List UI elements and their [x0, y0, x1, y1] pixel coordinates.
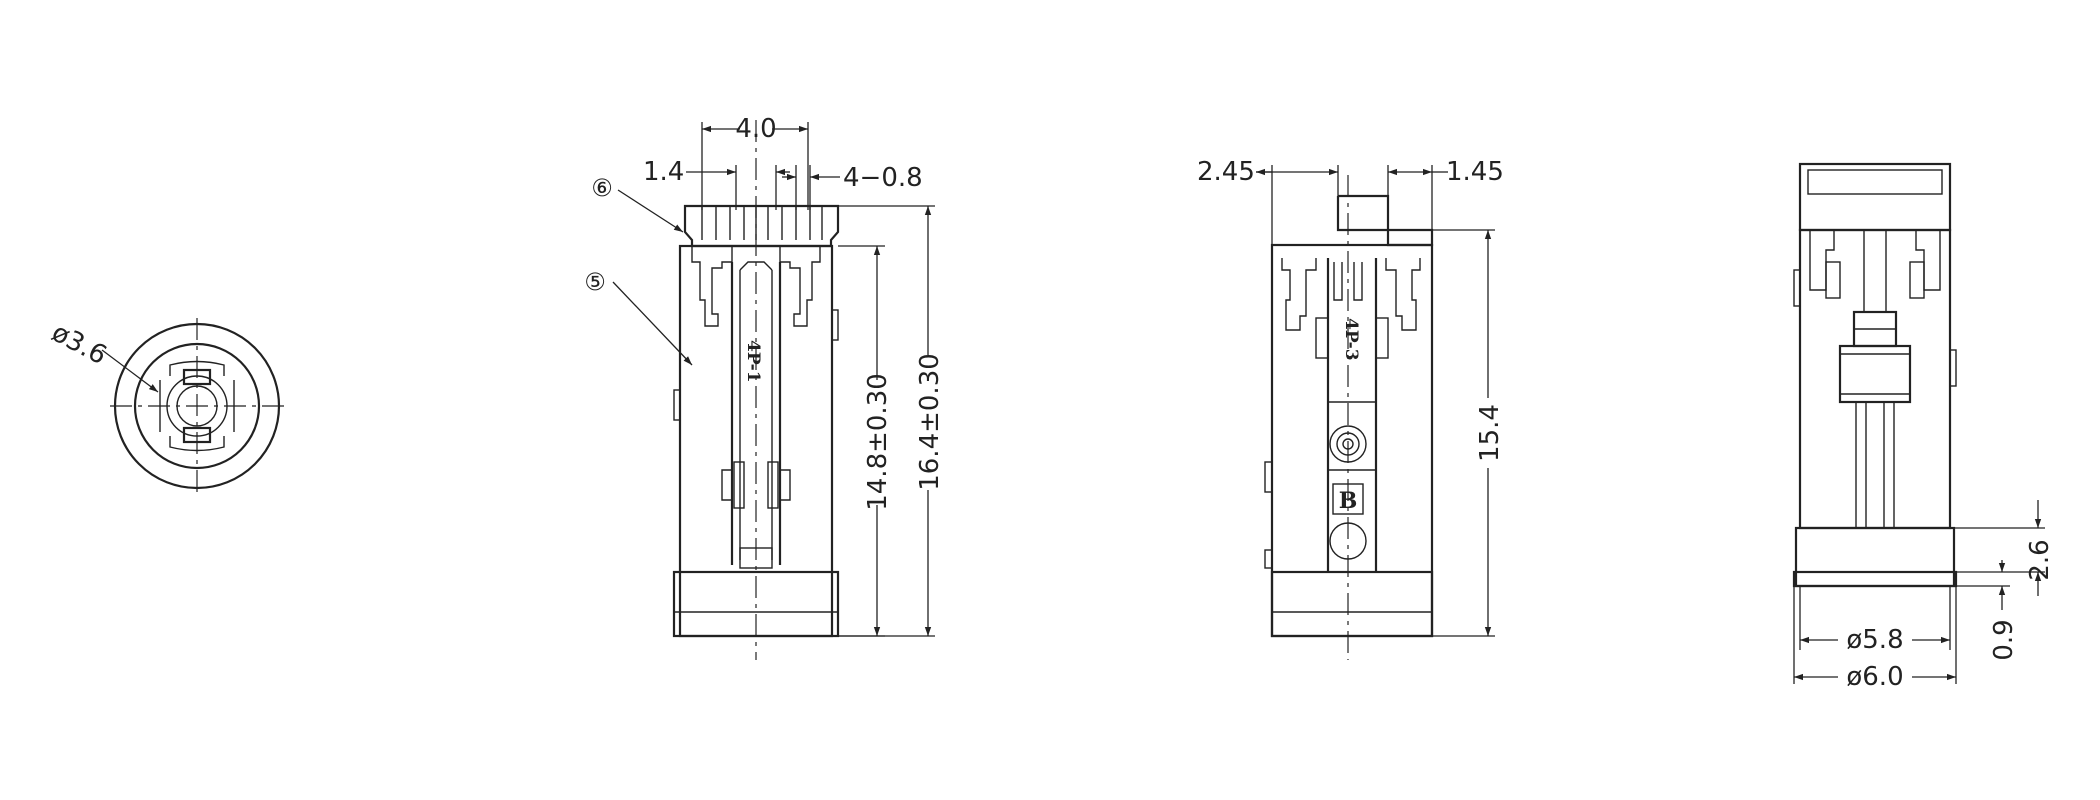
side-view: 4P-3 B 2.45 1.45 15.4 [1197, 157, 1505, 660]
cap-balloon: ⑥ [591, 174, 613, 202]
slot-width-label: 4−0.8 [843, 163, 923, 193]
side-engraving: 4P-3 [1341, 318, 1361, 361]
rear-view: ø5.8 ø6.0 2.6 0.9 [1792, 162, 2055, 692]
side-height-label: 15.4 [1475, 404, 1505, 462]
front-view: 4P-1 ⑥ ⑤ 4.0 1.4 4−0.8 14.8±0.30 [584, 114, 945, 660]
right-offset-label: 1.45 [1446, 157, 1504, 187]
bottom-view: ø3.6 [47, 318, 290, 495]
rib-pitch-label: 1.4 [643, 157, 684, 187]
top-width-label: 4.0 [735, 114, 776, 144]
overall-height-label: 16.4±0.30 [915, 353, 945, 491]
ring-height-label: 2.6 [2025, 539, 2055, 580]
left-offset-label: 2.45 [1197, 157, 1255, 187]
hole-diameter-label: ø3.6 [47, 318, 112, 371]
front-engraving: 4P-1 [743, 340, 763, 383]
outer-diameter-label: ø6.0 [1846, 662, 1903, 692]
body-height-label: 14.8±0.30 [863, 373, 893, 511]
inner-diameter-label: ø5.8 [1846, 625, 1903, 655]
body-balloon: ⑤ [584, 268, 606, 296]
lip-height-label: 0.9 [1989, 619, 2019, 660]
side-letter: B [1339, 488, 1358, 514]
